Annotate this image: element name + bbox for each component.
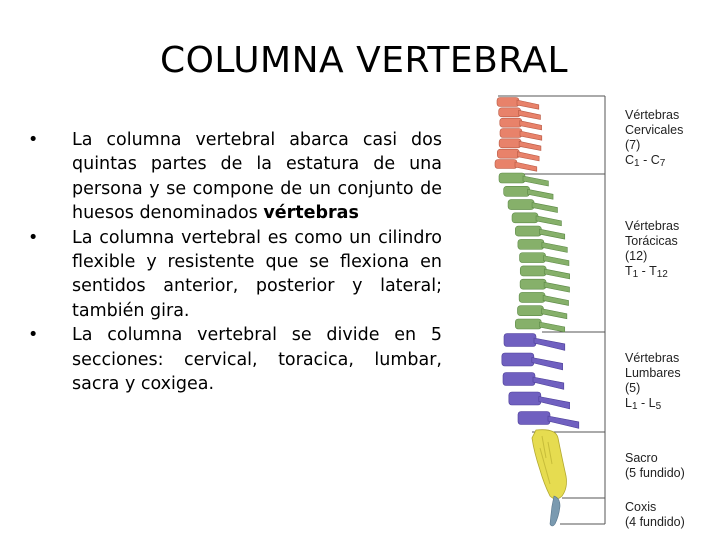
- spinous-process: [543, 281, 570, 293]
- bullet-item: • La columna vertebral abarca casi dos qu…: [28, 128, 442, 226]
- bold-term: vértebras: [263, 203, 359, 224]
- bullet-text: La columna vertebral se divide en 5 secc…: [72, 325, 442, 395]
- bullet-item: • La columna vertebral es como un cilindr…: [28, 226, 442, 324]
- spinous-process: [527, 188, 554, 200]
- spinous-process: [522, 175, 549, 187]
- sacrum-ridge: [539, 435, 553, 485]
- spine-diagram: [494, 95, 606, 527]
- spinous-process: [531, 357, 563, 371]
- label-line: Torácicas: [625, 234, 678, 248]
- label-line: Lumbares: [625, 366, 681, 380]
- vertebra: [497, 148, 520, 159]
- lumbar-vertebrae: [501, 333, 580, 429]
- vertebra: [503, 333, 537, 347]
- label-line: (7): [625, 138, 641, 152]
- label-line: Vértebras: [625, 351, 680, 365]
- label-sacrum: Sacro (5 fundido): [625, 451, 685, 481]
- vertebra: [496, 97, 520, 107]
- vertebra: [498, 172, 526, 184]
- sacrum: [531, 429, 567, 500]
- slide-title: COLUMNA VERTEBRAL: [159, 40, 569, 81]
- label-line: Vértebras: [625, 219, 680, 233]
- bullet-marker: •: [28, 325, 39, 346]
- label-line: Vértebras: [625, 108, 680, 122]
- vertebra: [515, 225, 542, 237]
- spinous-process: [518, 109, 541, 120]
- spinous-process: [519, 130, 543, 141]
- label-line: Sacro: [625, 451, 658, 465]
- vertebra: [519, 265, 547, 277]
- spinous-process: [538, 396, 570, 410]
- vertebra: [494, 159, 518, 169]
- vertebra: [515, 318, 542, 330]
- spinous-process: [518, 140, 542, 151]
- vertebra: [517, 305, 544, 317]
- spinous-process: [541, 308, 568, 320]
- label-range: C1 - C7: [625, 153, 666, 169]
- label-line: (5 fundido): [625, 466, 685, 480]
- label-lumbar: Vértebras Lumbares (5) L1 - L5: [625, 351, 681, 414]
- vertebra: [502, 372, 536, 386]
- spinous-process: [539, 321, 566, 333]
- spinous-process: [533, 337, 566, 351]
- spinous-process: [541, 241, 568, 253]
- vertebra: [498, 107, 521, 118]
- bullet-text: La columna vertebral es como un cilindro…: [72, 227, 442, 321]
- spinous-process: [543, 268, 570, 280]
- vertebra: [503, 185, 530, 197]
- label-line: (4 fundido): [625, 515, 685, 529]
- spinous-process: [517, 151, 540, 162]
- spinous-process: [542, 295, 569, 306]
- spinous-process: [532, 376, 565, 390]
- label-line: Cervicales: [625, 123, 684, 137]
- vertebra: [517, 411, 551, 425]
- label-range: L1 - L5: [625, 396, 662, 412]
- bullet-marker: •: [28, 227, 39, 248]
- spinous-process: [539, 228, 566, 240]
- spinous-process: [535, 215, 562, 227]
- spinous-process: [547, 415, 580, 429]
- spinous-process: [531, 202, 558, 213]
- vertebra: [518, 292, 546, 303]
- coccyx: [549, 495, 561, 527]
- thoracic-vertebrae: [498, 172, 570, 333]
- vertebra: [498, 138, 522, 149]
- label-thoracic: Vértebras Torácicas (12) T1 - T12: [625, 219, 679, 282]
- vertebra: [507, 199, 535, 210]
- label-line: (5): [625, 381, 641, 395]
- label-cervical: Vértebras Cervicales (7) C1 - C7: [625, 108, 683, 171]
- vertebra: [499, 128, 523, 138]
- spinous-process: [516, 99, 540, 110]
- vertebra: [508, 391, 542, 406]
- vertebra: [499, 117, 523, 128]
- spinous-process: [543, 255, 570, 267]
- vertebra: [517, 239, 545, 250]
- label-line: Coxis: [625, 500, 657, 514]
- vertebra: [519, 278, 547, 290]
- vertebra: [511, 212, 539, 224]
- bullet-text: La columna vertebral abarca casi dos qui…: [72, 130, 442, 224]
- label-coccyx: Coxis (4 fundido): [625, 500, 685, 530]
- bullet-item: • La columna vertebral se divide en 5 sec…: [28, 323, 442, 396]
- vertebra: [501, 352, 535, 367]
- bullet-list: • La columna vertebral abarca casi dos qu…: [28, 128, 442, 396]
- cervical-vertebrae: [494, 97, 543, 172]
- bullet-marker: •: [28, 130, 39, 150]
- spinous-process: [519, 120, 542, 131]
- label-line: (12): [625, 249, 648, 263]
- spinous-process: [514, 161, 538, 172]
- label-range: T1 - T12: [625, 264, 668, 280]
- vertebra: [519, 252, 546, 263]
